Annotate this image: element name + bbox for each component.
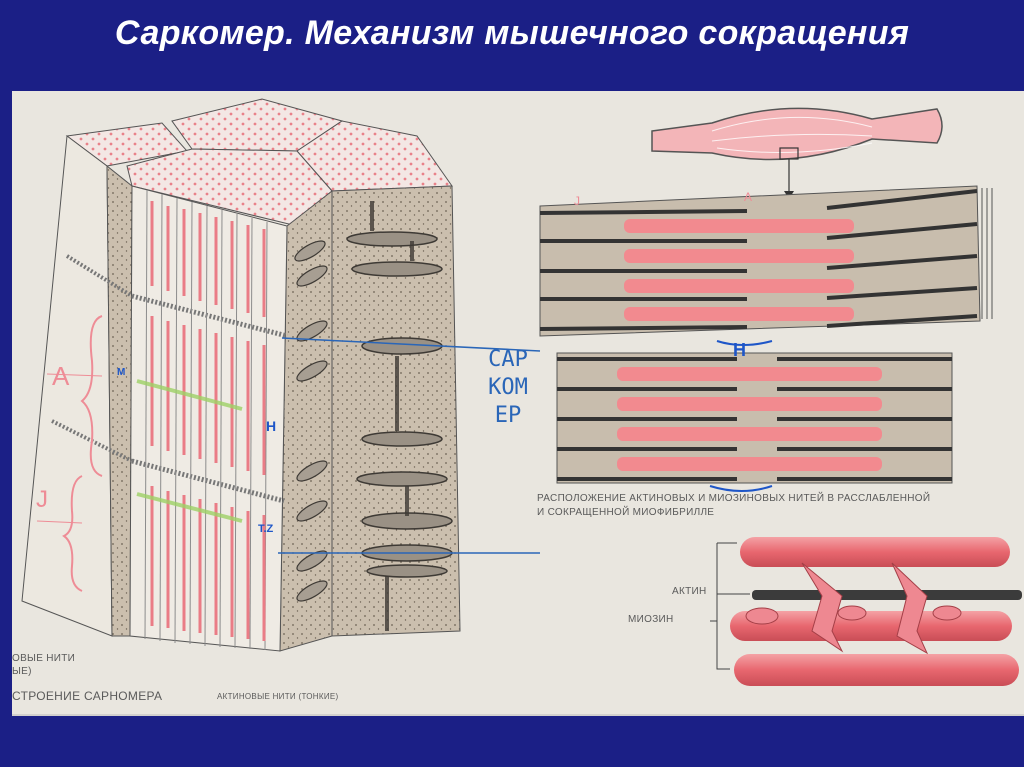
tz-label: T.Z	[258, 523, 273, 535]
thick-filaments-label-1: ОВЫЕ НИТИ	[12, 653, 75, 664]
h-zone-left-label: H	[266, 418, 276, 434]
sarcomere-3d-block	[22, 99, 540, 651]
thin-filaments-label: АКТИНОВЫЕ НИТИ (ТОНКИЕ)	[217, 692, 339, 701]
thick-filaments-label-2: ЫЕ)	[12, 666, 32, 677]
muscle-drawing	[652, 108, 942, 199]
relaxed-myofibril	[540, 186, 992, 336]
slide-title: Саркомер. Механизм мышечного сокращения	[0, 14, 1024, 53]
actin-label: АКТИН	[672, 586, 707, 597]
left-caption: СТРОЕНИЕ САРНОМЕРА	[12, 689, 162, 703]
actin-myosin-diagram	[710, 537, 1022, 686]
h-zone-label: H	[733, 340, 746, 361]
poster-image: САРКОМЕР H H M T.Z A J J A РАСПОЛОЖЕНИЕ …	[12, 91, 1024, 716]
band-i-label: J	[36, 486, 48, 514]
top-j-label: J	[574, 194, 580, 208]
m-line-label: M	[117, 367, 125, 378]
sarcomere-vertical-label: САРКОМЕР	[488, 346, 528, 430]
top-a-label: A	[744, 190, 752, 204]
middle-caption-line2: И СОКРАЩЕННОЙ МИОФИБРИЛЛЕ	[537, 507, 714, 518]
contracted-myofibril	[557, 341, 952, 491]
band-a-label: A	[52, 361, 70, 392]
middle-caption-line1: РАСПОЛОЖЕНИЕ АКТИНОВЫХ И МИОЗИНОВЫХ НИТЕ…	[537, 493, 930, 504]
myosin-label: МИОЗИН	[628, 614, 674, 625]
